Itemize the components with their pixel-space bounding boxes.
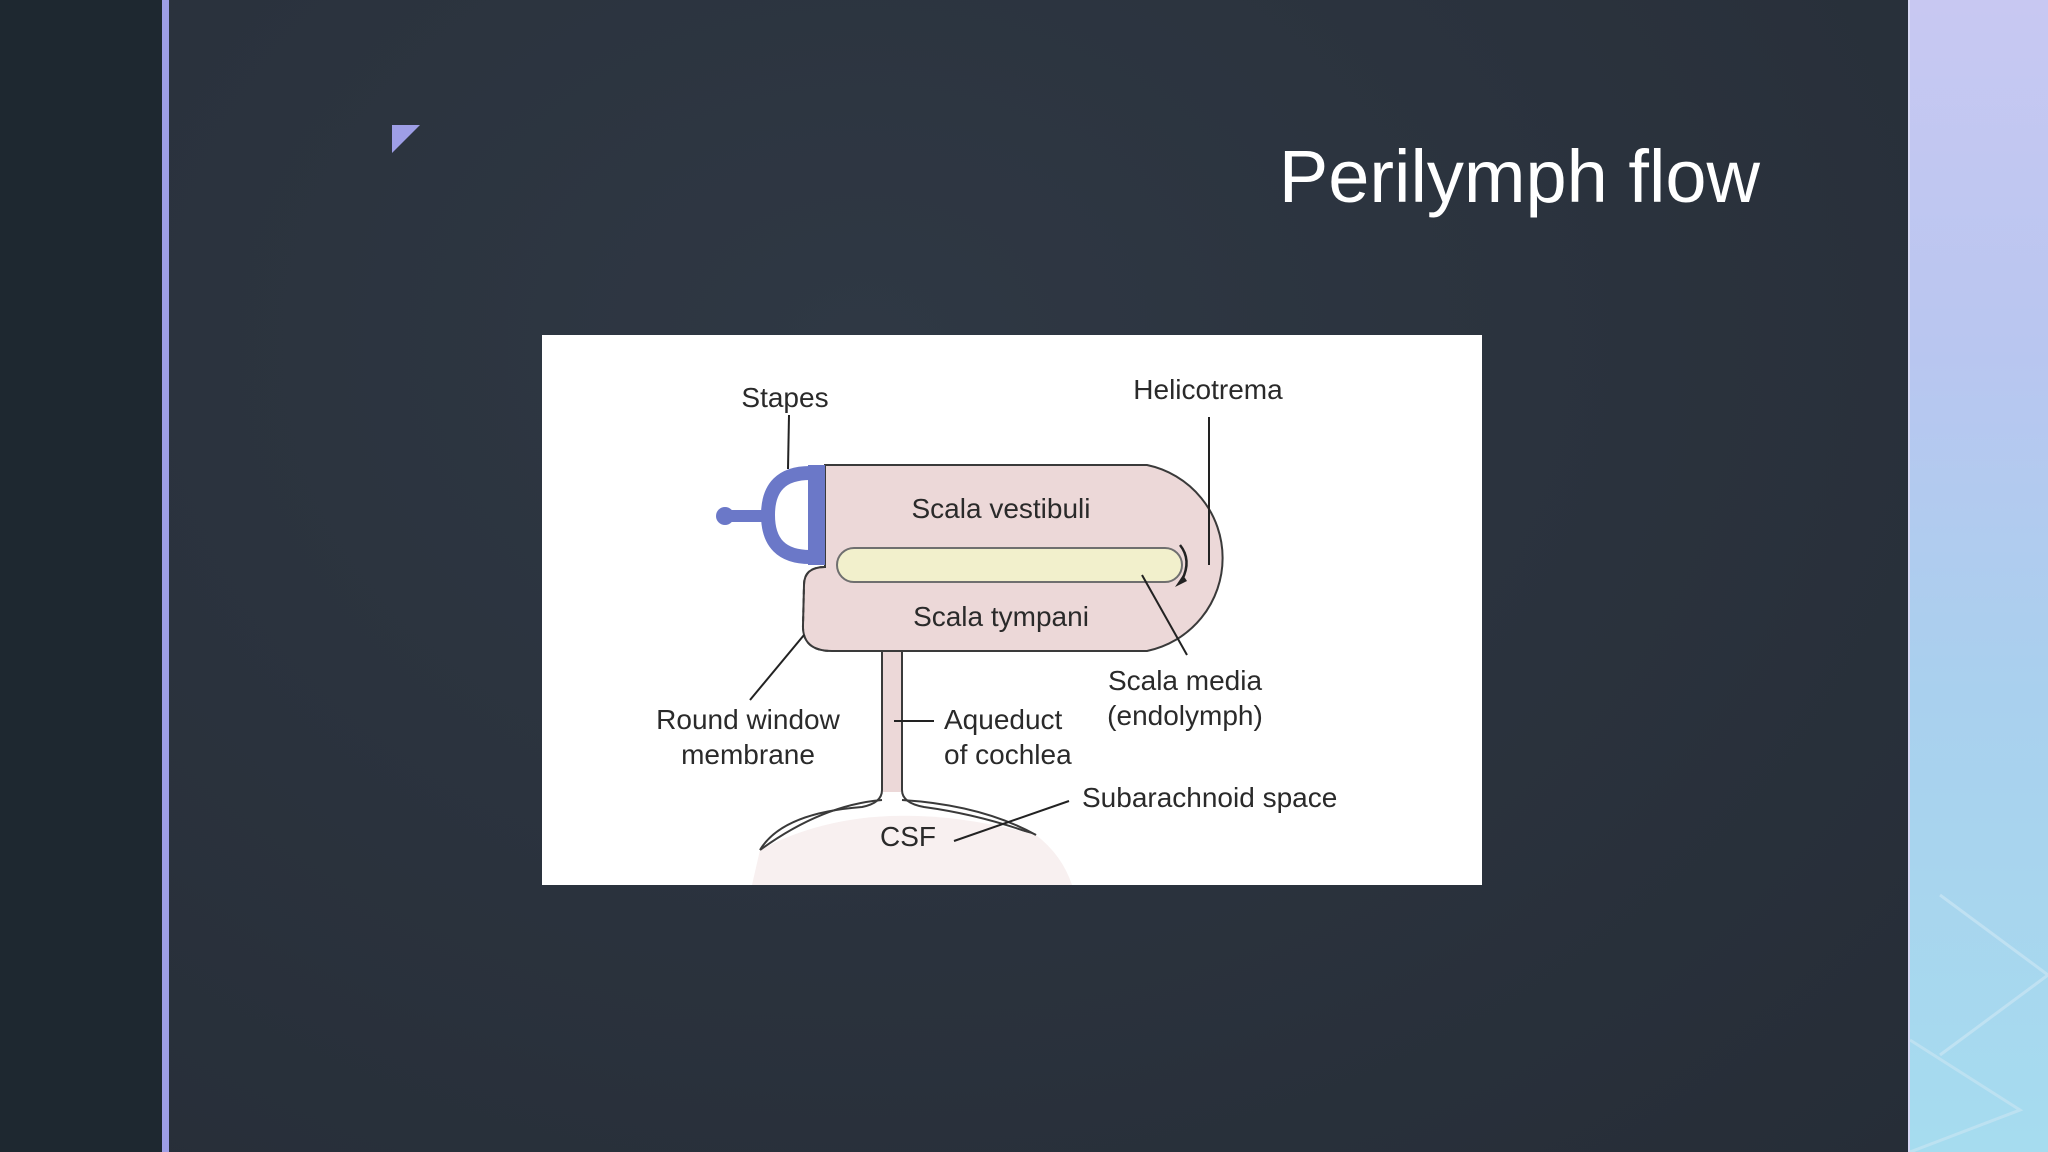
aqueduct-shape [759, 651, 883, 851]
cochlea-diagram-svg: Stapes Helicotrema Scala vestibuli Scala… [656, 374, 1337, 885]
aqueduct-shape-right [901, 651, 1037, 836]
slide-title: Perilymph flow [1278, 135, 1760, 218]
stapes-footplate [808, 465, 825, 565]
perilymph-diagram: Stapes Helicotrema Scala vestibuli Scala… [542, 335, 1482, 885]
round-window-label-line1: Round window [656, 704, 840, 735]
scala-media-label-line1: Scala media [1108, 665, 1263, 696]
round-window-label-line2: membrane [681, 739, 815, 770]
right-decorative-panel [1909, 0, 2048, 1152]
stapes-arch [760, 466, 811, 564]
csf-label: CSF [880, 821, 936, 852]
left-margin-band [0, 0, 162, 1152]
chevron-decoration-icon [1909, 893, 2048, 1152]
accent-line [162, 0, 169, 1152]
scala-media-shape [836, 547, 1183, 583]
subarachnoid-label: Subarachnoid space [1082, 782, 1337, 813]
round-window-leader [749, 634, 805, 701]
scala-media-leader [1141, 574, 1188, 656]
subarachnoid-leader [953, 800, 1070, 842]
csf-outline [759, 799, 1037, 851]
scala-media-label-line2: (endolymph) [1107, 700, 1263, 731]
stapes-label: Stapes [741, 382, 828, 413]
round-window-membrane-shape [801, 566, 833, 652]
aqueduct-label-line2: of cochlea [944, 739, 1072, 770]
csf-region [752, 815, 1072, 885]
corner-triangle-icon [392, 125, 420, 153]
stapes-leader [787, 414, 790, 470]
helicotrema-label: Helicotrema [1133, 374, 1283, 405]
aqueduct-label-line1: Aqueduct [944, 704, 1063, 735]
scala-vestibuli-label: Scala vestibuli [912, 493, 1091, 524]
helicotrema-arrowhead [1175, 575, 1187, 587]
stapes-knob [716, 507, 734, 525]
scala-tympani-label: Scala tympani [913, 601, 1089, 632]
aqueduct-fill [883, 652, 901, 792]
